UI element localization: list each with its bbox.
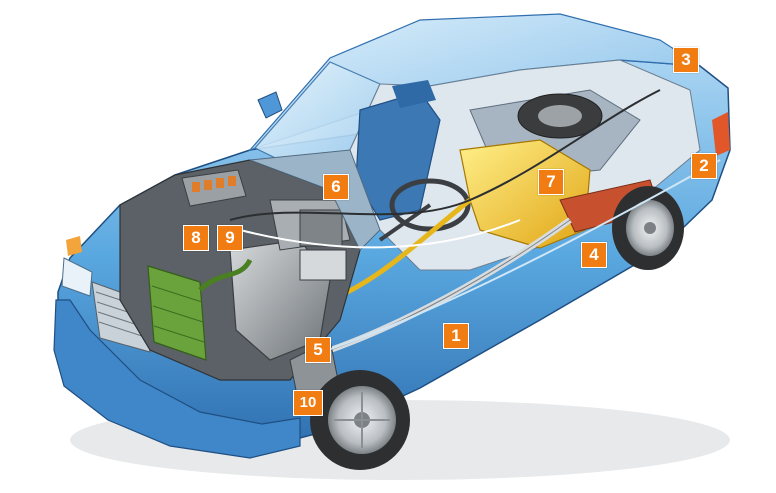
- marker-2[interactable]: 2: [691, 153, 717, 179]
- front-bumper: [53, 299, 301, 459]
- steering-wheel: [389, 178, 471, 232]
- indicator-light: [66, 236, 82, 256]
- tail-light: [712, 112, 730, 156]
- marker-5[interactable]: 5: [305, 337, 331, 363]
- relay-box: [181, 169, 247, 207]
- front-wheel: [310, 370, 410, 470]
- spare-wheel-rim: [538, 105, 582, 127]
- marker-3[interactable]: 3: [673, 47, 699, 73]
- coolant-hose: [198, 258, 253, 292]
- headrest: [392, 80, 436, 108]
- air-filter-box: [299, 209, 343, 247]
- brake-line: [239, 219, 521, 249]
- battery: [299, 249, 347, 281]
- side-mirror: [257, 91, 283, 119]
- fuel-tank: [459, 139, 591, 249]
- marker-6[interactable]: 6: [323, 174, 349, 200]
- steering-column: [378, 203, 432, 242]
- marker-8[interactable]: 8: [183, 225, 209, 251]
- rear-wheel: [612, 186, 684, 270]
- marker-10[interactable]: 10: [293, 390, 323, 416]
- marker-9[interactable]: 9: [217, 225, 243, 251]
- wiring-harness: [229, 89, 661, 221]
- marker-4[interactable]: 4: [581, 242, 607, 268]
- body-crease-line: [309, 159, 721, 357]
- headlight: [61, 257, 93, 297]
- marker-1[interactable]: 1: [443, 323, 469, 349]
- marker-7[interactable]: 7: [538, 169, 564, 195]
